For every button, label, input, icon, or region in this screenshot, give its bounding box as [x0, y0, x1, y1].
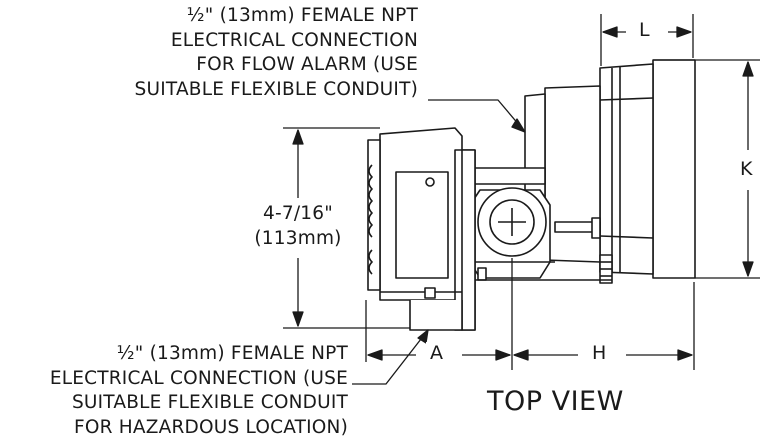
height-dimension-label: 4-7/16" (113mm) [248, 202, 348, 251]
leader-lines [352, 99, 526, 385]
dimension-l-label: L [635, 19, 654, 41]
callout-top-line3: FOR FLOW ALARM (USE [196, 54, 418, 75]
callout-bottom-line1: ½" (13mm) FEMALE NPT [116, 343, 348, 364]
dimension-a-label: A [426, 342, 447, 364]
callout-bottom-line4: FOR HAZARDOUS LOCATION) [74, 416, 348, 438]
callout-bottom-line2: ELECTRICAL CONNECTION (USE [49, 367, 348, 389]
dimension-k-label: K [736, 158, 757, 180]
callout-top: ½" (13mm) FEMALE NPT ELECTRICAL CONNECTI… [135, 4, 418, 102]
height-dimension-inch: 4-7/16" [263, 203, 333, 224]
port-circle [477, 187, 547, 257]
dimension-h-label: H [588, 342, 611, 364]
view-title: TOP VIEW [487, 386, 624, 417]
callout-bottom: ½" (13mm) FEMALE NPT ELECTRICAL CONNECTI… [50, 342, 348, 440]
callout-top-line2: ELECTRICAL CONNECTION [170, 29, 418, 51]
height-dimension-metric: (113mm) [254, 227, 342, 249]
callout-bottom-line3: SUITABLE FLEXIBLE CONDUIT [71, 392, 348, 413]
callout-top-line4: SUITABLE FLEXIBLE CONDUIT) [134, 78, 418, 100]
dimension-lines [283, 14, 760, 370]
bolts [470, 217, 613, 284]
callout-top-line1: ½" (13mm) FEMALE NPT [186, 5, 418, 26]
switch-housing [367, 127, 476, 331]
